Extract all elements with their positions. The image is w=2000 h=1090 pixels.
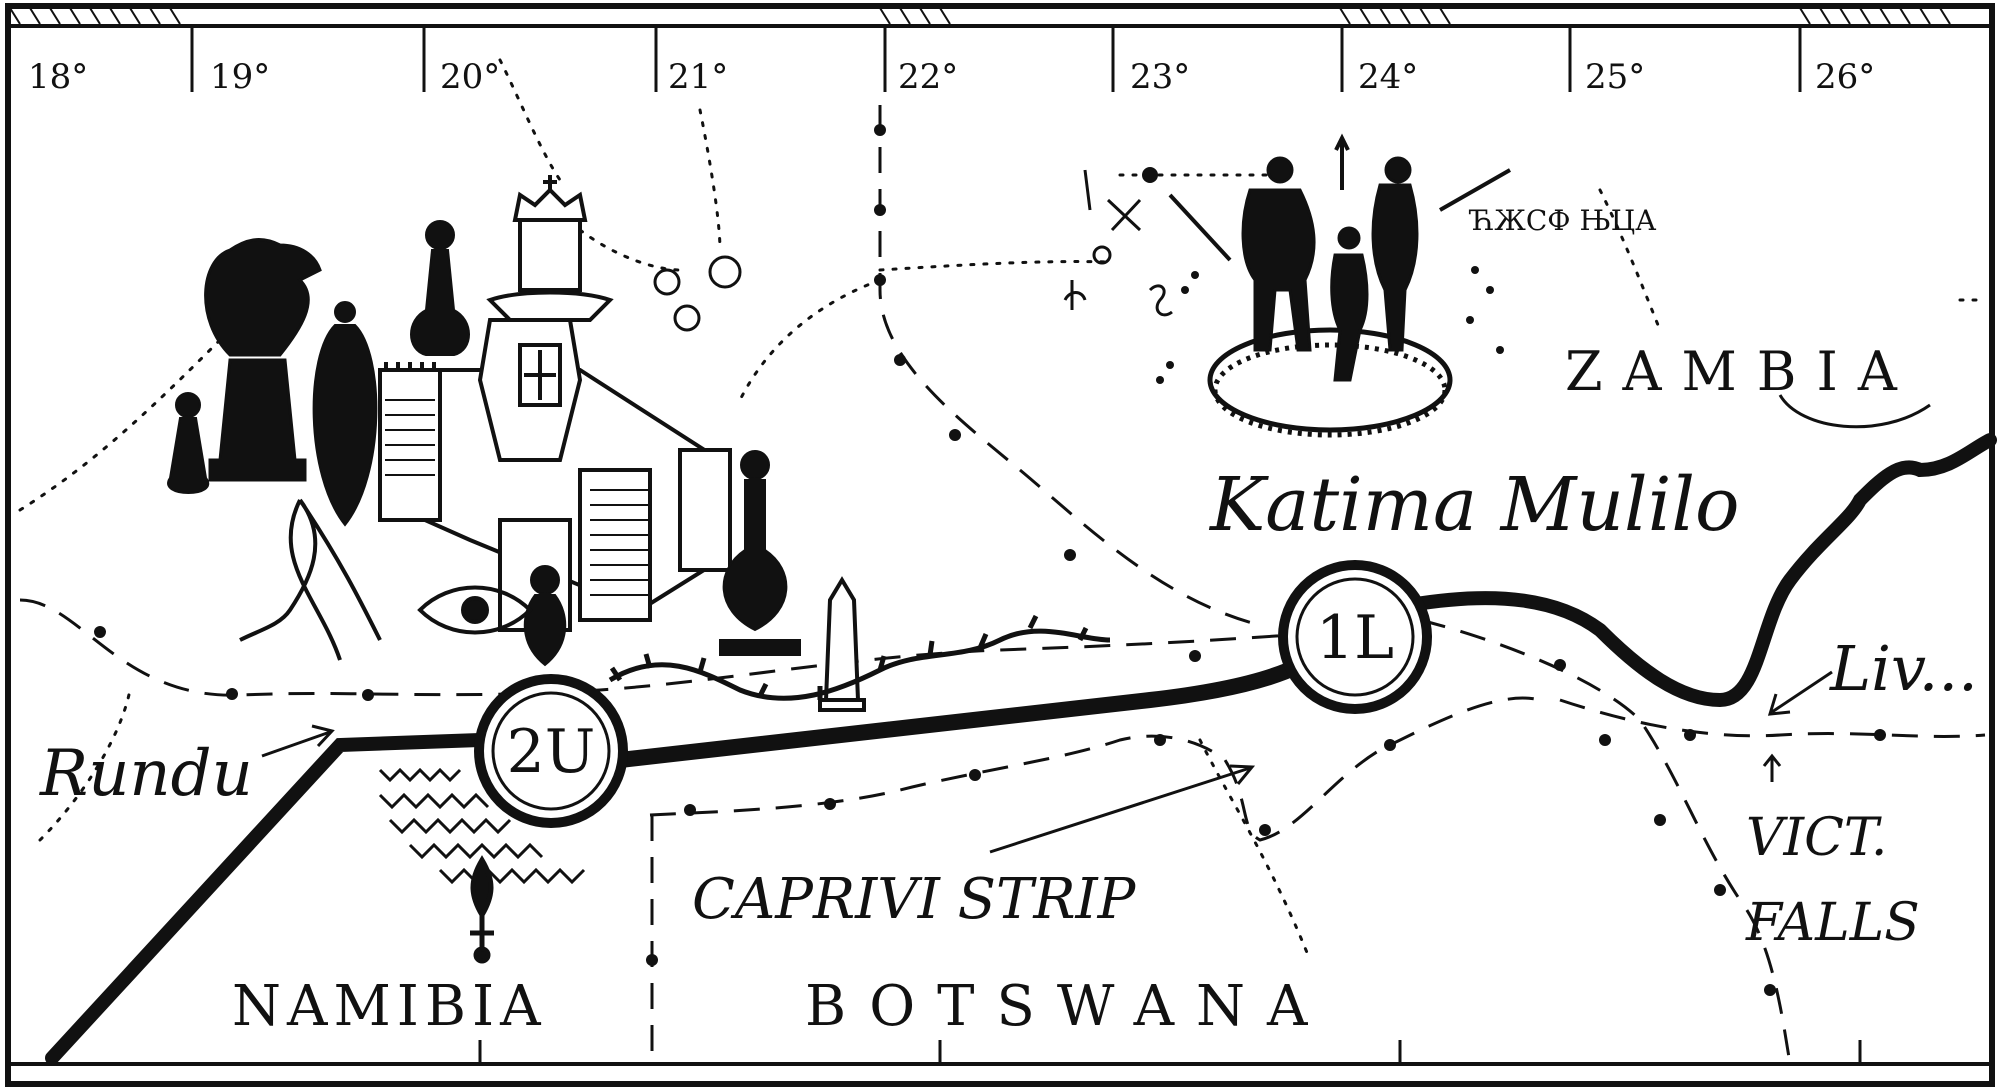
- rock-art-platform: [1207, 327, 1453, 438]
- lon-label-19: 19°: [210, 57, 270, 97]
- small-circles: [653, 255, 742, 332]
- lon-label-25: 25°: [1585, 57, 1645, 97]
- rock-art-dots: [1142, 167, 1504, 384]
- lon-label-22: 22°: [898, 57, 958, 97]
- region-label-caprivi-strip: CAPRIVI STRIP: [692, 867, 1137, 932]
- borders: [19, 105, 1986, 1065]
- border-angola-namibia: [19, 598, 1291, 697]
- falls-arrow: [1762, 753, 1782, 782]
- lon-label-26: 26°: [1815, 57, 1875, 97]
- marker-1l-label: 1L: [1316, 603, 1394, 673]
- country-label-zambia: ZAMBIA: [1565, 340, 1917, 403]
- border-east: [1559, 698, 1986, 738]
- longitude-labels: 18° 19° 20° 21° 22° 23° 24° 25° 26°: [28, 57, 1875, 97]
- border-north: [878, 105, 1261, 627]
- eye-icon: [417, 585, 533, 635]
- scribble-symbols: [1063, 169, 1173, 317]
- rock-art-lines: [1168, 133, 1511, 262]
- rundu-arrow: [261, 724, 335, 758]
- tree-roots: [239, 498, 382, 661]
- longitude-ticks: [190, 26, 1862, 1064]
- lon-label-23: 23°: [1130, 57, 1190, 97]
- lon-label-20: 20°: [440, 57, 500, 97]
- country-label-botswana: BOTSWANA: [805, 974, 1329, 1039]
- chess-pieces: [167, 220, 801, 667]
- knight-piece-icon: [204, 238, 322, 482]
- border-dots: [94, 124, 1886, 996]
- place-label-livingstone: Liv...: [1829, 632, 1978, 705]
- obelisk-icon: [818, 576, 866, 712]
- rock-art-figures: [1241, 156, 1419, 382]
- border-zambia-south: [1419, 618, 1792, 1065]
- lon-label-24: 24°: [1358, 57, 1418, 97]
- lon-label-21: 21°: [668, 57, 728, 97]
- country-label-namibia: NAMIBIA: [232, 974, 547, 1039]
- zambia-arc: [1778, 394, 1931, 429]
- caprivi-arrow: [989, 764, 1256, 854]
- place-label-falls: FALLS: [1745, 893, 1920, 953]
- marker-2u[interactable]: 2U: [474, 674, 628, 828]
- lon-label-18: 18°: [28, 57, 88, 97]
- castle-illustration: [378, 175, 732, 632]
- border-caprivi-botswana: [649, 696, 1541, 842]
- cyrillic-glyphs: ЋЖСФ ЊЦА: [1468, 204, 1656, 237]
- map-frame: [5, 3, 1995, 1087]
- livingstone-arrow: [1767, 670, 1833, 716]
- thorny-vine: [608, 614, 1111, 701]
- place-label-vict: VICT.: [1746, 808, 1887, 868]
- marker-1l[interactable]: 1L: [1278, 560, 1432, 714]
- place-label-katima-mulilo: Katima Mulilo: [1208, 462, 1740, 548]
- venus-symbol: [470, 855, 494, 964]
- route-line: [45, 433, 1997, 1065]
- place-label-rundu: Rundu: [39, 737, 253, 811]
- marker-2u-label: 2U: [507, 717, 596, 787]
- zigzag-hatching: [378, 767, 586, 885]
